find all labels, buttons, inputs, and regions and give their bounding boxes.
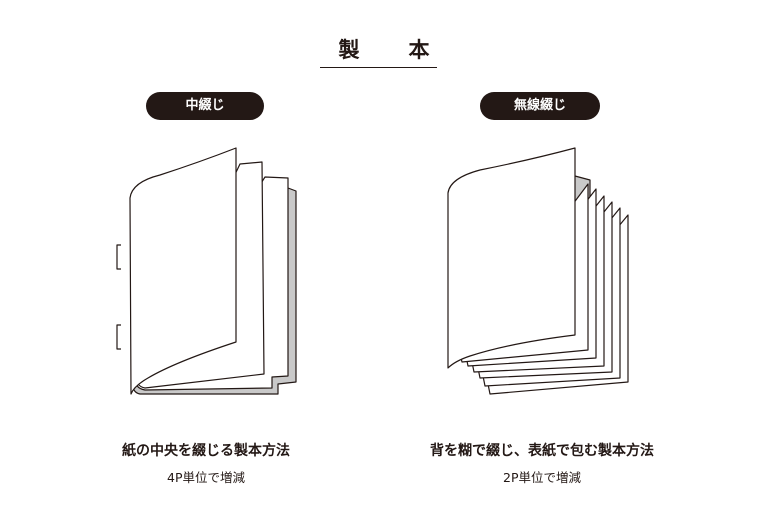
page-title: 製 本 xyxy=(338,38,444,62)
title-underline xyxy=(320,67,437,68)
saddle-stitch-book-illustration xyxy=(116,147,297,395)
perfect-binding-description: 背を糊で綴じ、表紙で包む製本方法 xyxy=(430,443,654,459)
saddle-stitch-increment: 4P単位で増減 xyxy=(167,470,245,485)
perfect-binding-label: 無線綴じ xyxy=(480,92,600,120)
saddle-stitch-description: 紙の中央を綴じる製本方法 xyxy=(122,443,290,459)
saddle-stitch-label: 中綴じ xyxy=(146,92,264,120)
staple-icon xyxy=(116,324,121,350)
perfect-binding-book-illustration xyxy=(447,147,629,395)
perfect-binding-increment: 2P単位で増減 xyxy=(503,470,581,485)
staple-icon xyxy=(116,244,121,270)
front-cover xyxy=(447,147,576,369)
front-page xyxy=(129,147,237,395)
